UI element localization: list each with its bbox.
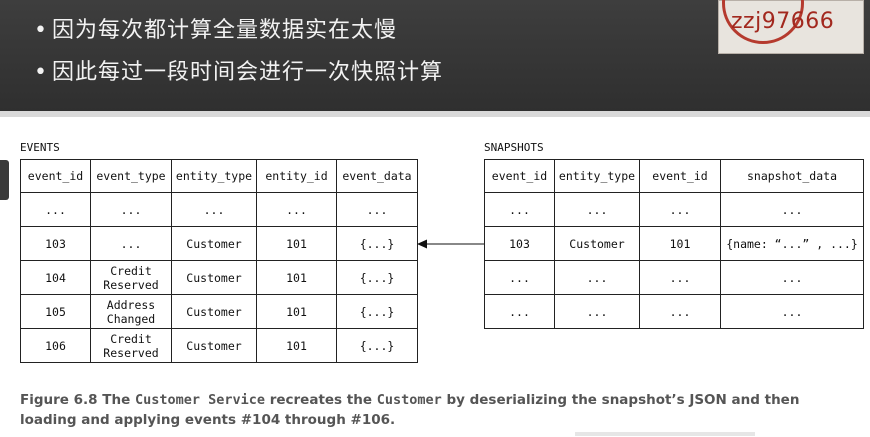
table-cell: ... xyxy=(554,294,640,329)
side-panel-handle[interactable] xyxy=(0,160,9,200)
table-cell: ... xyxy=(484,294,555,329)
figure-caption: Figure 6.8 The Customer Service recreate… xyxy=(20,390,860,430)
snapshots-table-label: SNAPSHOTS xyxy=(484,141,544,154)
table-cell: {...} xyxy=(336,328,418,363)
table-cell: {...} xyxy=(336,294,418,329)
bullet-dot: • xyxy=(34,60,48,85)
table-cell: ... xyxy=(90,226,172,261)
table-cell: ... xyxy=(639,294,721,329)
snapshots-column-header: entity_type xyxy=(554,159,640,193)
bullet-item: •因此每过一段时间会进行一次快照计算 xyxy=(34,58,443,88)
table-cell: {...} xyxy=(336,226,418,261)
arrow-left-icon xyxy=(417,239,484,249)
caption-text: by deserializing the snapshot’s JSON and… xyxy=(20,392,800,428)
title-fragment xyxy=(230,0,470,4)
caption-code: Customer Service xyxy=(134,392,265,408)
caption-text: The xyxy=(102,392,131,408)
table-cell: 101 xyxy=(256,260,337,295)
caption-text: recreates the xyxy=(269,392,373,408)
table-cell: ... xyxy=(554,260,640,295)
table-cell: ... xyxy=(639,260,721,295)
table-cell: ... xyxy=(90,192,172,227)
table-cell: Customer xyxy=(171,294,257,329)
events-column-header: event_data xyxy=(336,159,418,193)
snapshots-column-header: event_id xyxy=(484,159,555,193)
table-cell: ... xyxy=(720,294,864,329)
table-row: ............ xyxy=(484,192,864,227)
snapshots-column-header: snapshot_data xyxy=(720,159,864,193)
table-cell: ... xyxy=(554,192,640,227)
table-cell: 101 xyxy=(639,226,721,261)
events-column-header: event_type xyxy=(90,159,172,193)
events-table-label: EVENTS xyxy=(20,141,60,154)
watermark-text: zzj97666 xyxy=(731,9,835,34)
table-cell: ... xyxy=(336,192,418,227)
table-cell: 101 xyxy=(256,226,337,261)
table-cell: ... xyxy=(720,192,864,227)
table-row: ............ xyxy=(484,260,864,295)
events-column-header: entity_id xyxy=(256,159,337,193)
table-cell: ... xyxy=(639,192,721,227)
table-cell: 106 xyxy=(20,328,91,363)
table-row: ............... xyxy=(20,192,418,227)
table-cell: Customer xyxy=(171,328,257,363)
table-row: ............ xyxy=(484,294,864,329)
caption-figure-number: Figure 6.8 xyxy=(20,392,98,408)
snapshots-column-header: event_id xyxy=(639,159,721,193)
bullet-text: 因为每次都计算全量数据实在太慢 xyxy=(52,18,398,43)
table-cell: {name: “...” , ...} xyxy=(720,226,864,261)
table-cell: ... xyxy=(484,192,555,227)
table-cell: ... xyxy=(20,192,91,227)
table-cell: {...} xyxy=(336,260,418,295)
table-cell: 101 xyxy=(256,294,337,329)
table-cell: Customer xyxy=(171,260,257,295)
table-cell: 101 xyxy=(256,328,337,363)
caption-code: Customer xyxy=(376,392,442,408)
bullet-dot: • xyxy=(34,18,48,43)
table-cell: ... xyxy=(484,260,555,295)
table-cell: ... xyxy=(256,192,337,227)
table-cell: ... xyxy=(171,192,257,227)
table-cell: Customer xyxy=(171,226,257,261)
table-cell: Customer xyxy=(554,226,640,261)
table-cell: 103 xyxy=(20,226,91,261)
faint-text-remnant xyxy=(575,432,755,436)
table-cell: ... xyxy=(720,260,864,295)
table-cell: 105 xyxy=(20,294,91,329)
table-cell: 104 xyxy=(20,260,91,295)
table-cell: 103 xyxy=(484,226,555,261)
events-column-header: entity_type xyxy=(171,159,257,193)
events-column-header: event_id xyxy=(20,159,91,193)
bullet-item: •因为每次都计算全量数据实在太慢 xyxy=(34,16,397,46)
bullet-text: 因此每过一段时间会进行一次快照计算 xyxy=(52,60,444,85)
header-divider xyxy=(0,111,870,117)
